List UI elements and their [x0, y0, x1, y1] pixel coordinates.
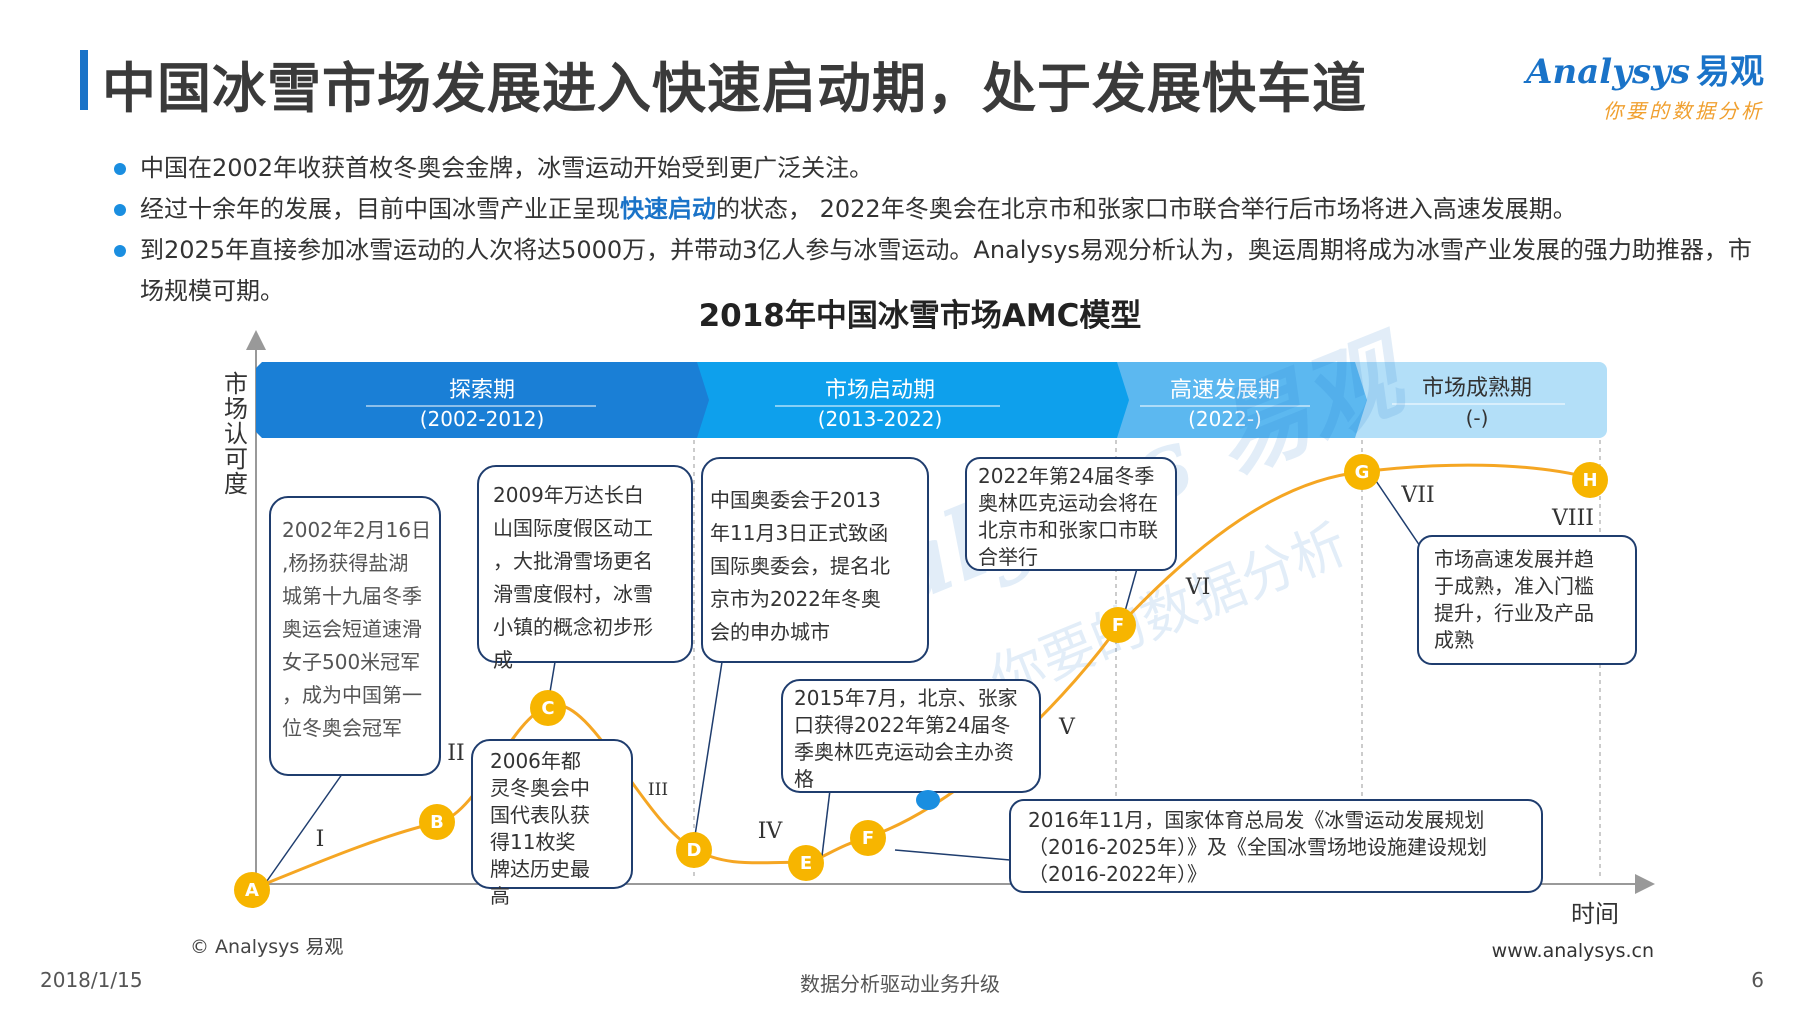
node-e-label: E [800, 853, 812, 874]
segment-label-8: VIII [1551, 506, 1594, 531]
phase-4-bg [1345, 362, 1607, 438]
diagram-title: 2018年中国冰雪市场AMC模型 [699, 298, 1142, 334]
logo-brand-cn: 易观 [1696, 52, 1764, 92]
connector-f1 [894, 849, 1011, 861]
node-c-label: C [541, 698, 554, 719]
copyright-text: © Analysys 易观 [190, 936, 344, 958]
callout-box-b [471, 739, 633, 889]
node-h [1572, 462, 1608, 498]
node-a-label: A [245, 880, 259, 901]
phase-1-years: (2002-2012) [420, 407, 545, 431]
node-f2 [1100, 607, 1136, 643]
node-c [530, 690, 566, 726]
connector-e [821, 789, 831, 857]
callout-text-f2: 2022年第24届冬季奥林匹克运动会将在北京市和张家口市联合举行 [978, 464, 1158, 569]
website-url: www.analysys.cn [1491, 940, 1654, 962]
bullet-2-pre: 经过十余年的发展，目前中国冰雪产业正呈现 [140, 195, 620, 223]
phase-2-bg [690, 362, 1129, 438]
callout-text-f1: 2016年11月，国家体育总局发《冰雪运动发展规划（2016-2025年）》及《… [1028, 808, 1487, 886]
callout-box-e [781, 679, 1041, 793]
segment-labels: I II III IV V VI VII VIII [316, 483, 1594, 852]
node-f1 [850, 820, 886, 856]
callout-box-d [701, 457, 929, 663]
phase-3-bg [1110, 362, 1367, 438]
phase-1-bg [256, 362, 709, 438]
segment-label-4: IV [758, 819, 784, 844]
segment-label-7: VII [1400, 483, 1434, 508]
callout-connectors [261, 474, 1421, 889]
callout-text-b: 2006年都灵冬奥会中国代表队获得11枚奖牌达历史最高 [490, 749, 590, 908]
footer-slogan: 数据分析驱动业务升级 [800, 972, 1000, 996]
title-accent-bar [80, 50, 88, 110]
bullet-item-1: 中国在2002年收获首枚冬奥会金牌，冰雪运动开始受到更广泛关注。 [112, 148, 1752, 189]
point-nodes: A B C D E F F G H [234, 454, 1608, 908]
bullet-item-3: 到2025年直接参加冰雪运动的人次将达5000万，并带动3亿人参与冰雪运动。An… [112, 230, 1752, 312]
phase-4-years: (-) [1466, 406, 1489, 430]
page-number: 6 [1751, 968, 1764, 992]
callout-texts: 2002年2月16日,杨扬获得盐湖城第十九届冬季奥运会短道速滑女子500米冠军，… [282, 464, 1594, 908]
node-a [234, 872, 270, 908]
callout-box-a [269, 496, 441, 776]
bullet-2-highlight: 快速启动 [620, 195, 716, 223]
callout-box-h [1417, 535, 1637, 665]
logo-brand: Analysys [1526, 52, 1690, 92]
callout-text-a: 2002年2月16日,杨扬获得盐湖城第十九届冬季奥运会短道速滑女子500米冠军，… [282, 518, 431, 740]
segment-label-5: V [1058, 715, 1076, 740]
segment-label-1: I [316, 827, 325, 852]
callout-text-c: 2009年万达长白山国际度假区动工，大批滑雪场更名滑雪度假村，冰雪小镇的概念初步… [493, 483, 653, 672]
svg-text:市场认可度: 市场认可度 [224, 370, 248, 498]
segment-label-3: III [648, 780, 668, 800]
node-g [1344, 454, 1380, 490]
connector-h [1371, 474, 1421, 547]
callouts [269, 457, 1637, 893]
callout-box-c [477, 465, 693, 663]
page-title: 中国冰雪市场发展进入快速启动期，处于发展快车道 [102, 57, 1367, 120]
node-b [419, 804, 455, 840]
node-g-label: G [1355, 462, 1370, 483]
phase-3-name: 高速发展期 [1170, 378, 1280, 403]
node-d [676, 832, 712, 868]
bullet-item-2: 经过十余年的发展，目前中国冰雪产业正呈现快速启动的状态， 2022年冬奥会在北京… [112, 189, 1752, 230]
phase-4-name: 市场成熟期 [1422, 376, 1532, 401]
callout-text-e: 2015年7月，北京、张家口获得2022年第24届冬季奥林匹克运动会主办资格 [794, 686, 1018, 791]
footer-date: 2018/1/15 [40, 968, 143, 992]
x-axis-label: 时间 [1571, 900, 1619, 928]
node-f2-label: F [1112, 615, 1124, 636]
phase-2-years: (2013-2022) [818, 407, 943, 431]
y-axis-label: 市场认可度 [224, 370, 248, 498]
curve-marker-dot [916, 790, 940, 810]
phase-3-years: (2022-) [1188, 407, 1262, 431]
connector-a [261, 769, 346, 889]
segment-label-2: II [447, 741, 464, 766]
node-b-label: B [430, 812, 444, 833]
bullet-2-post: 的状态， 2022年冬奥会在北京市和张家口市联合举行后市场将进入高速发展期。 [716, 195, 1577, 223]
callout-box-f1 [1009, 799, 1543, 893]
node-f1-label: F [862, 828, 874, 849]
node-h-label: H [1582, 470, 1597, 491]
phase-2-name: 市场启动期 [825, 378, 935, 403]
phase-1-name: 探索期 [449, 378, 515, 403]
callout-text-h: 市场高速发展并趋于成熟，准入门槛提升，行业及产品成熟 [1434, 547, 1594, 652]
callout-box-f2 [965, 457, 1177, 571]
segment-label-6: VI [1185, 575, 1211, 600]
phase-band: 探索期 (2002-2012) 市场启动期 (2013-2022) 高速发展期 … [256, 362, 1607, 438]
bullet-list: 中国在2002年收获首枚冬奥会金牌，冰雪运动开始受到更广泛关注。 经过十余年的发… [112, 148, 1752, 312]
node-e [788, 845, 824, 881]
logo-tagline: 你要的数据分析 [1603, 99, 1764, 123]
connector-d [693, 661, 723, 843]
node-d-label: D [687, 840, 702, 861]
